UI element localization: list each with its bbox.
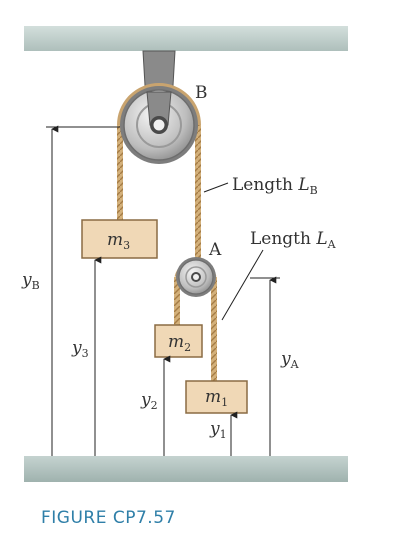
length-b-label: Length LB [232,175,318,197]
m1-label: m1 [205,387,228,409]
floor [24,456,348,482]
pulley-b [120,86,198,164]
y3-label: y3 [71,338,89,360]
pulley-system-diagram: B A Length LB Length LA m3 m2 m1 yB y3 y… [21,26,348,482]
leader-length-a [221,249,264,321]
figure-caption: FIGURE CP7.57 [41,508,176,528]
rope-m2 [174,277,180,325]
rope-b-right [195,125,201,265]
ceiling [24,26,348,51]
rope-m3 [117,125,123,220]
y2-label: y2 [140,390,158,412]
rope-m1 [211,277,217,381]
ya-label: yA [280,349,300,371]
pulley-a [176,257,216,297]
leader-length-b [203,182,229,193]
y1-label: y1 [209,419,227,441]
block-m3 [81,219,158,259]
m3-label: m3 [107,230,130,252]
pulley-a-label: A [208,240,222,260]
block-m1 [185,380,248,414]
m2-label: m2 [168,332,191,354]
length-a-label: Length LA [250,229,337,251]
block-m2 [154,324,203,358]
yb-label: yB [21,270,40,292]
pulley-b-label: B [195,83,208,103]
